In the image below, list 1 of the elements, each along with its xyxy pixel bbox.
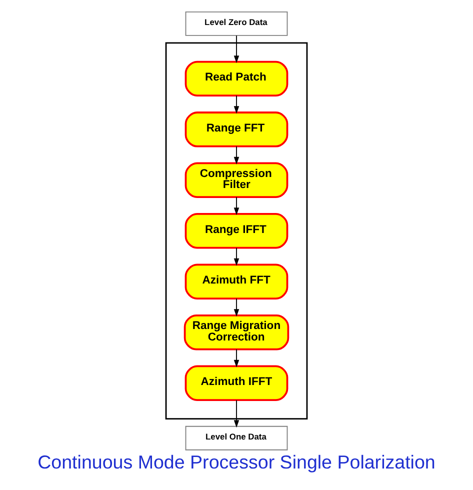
- caption: Continuous Mode Processor Single Polarization: [38, 452, 436, 473]
